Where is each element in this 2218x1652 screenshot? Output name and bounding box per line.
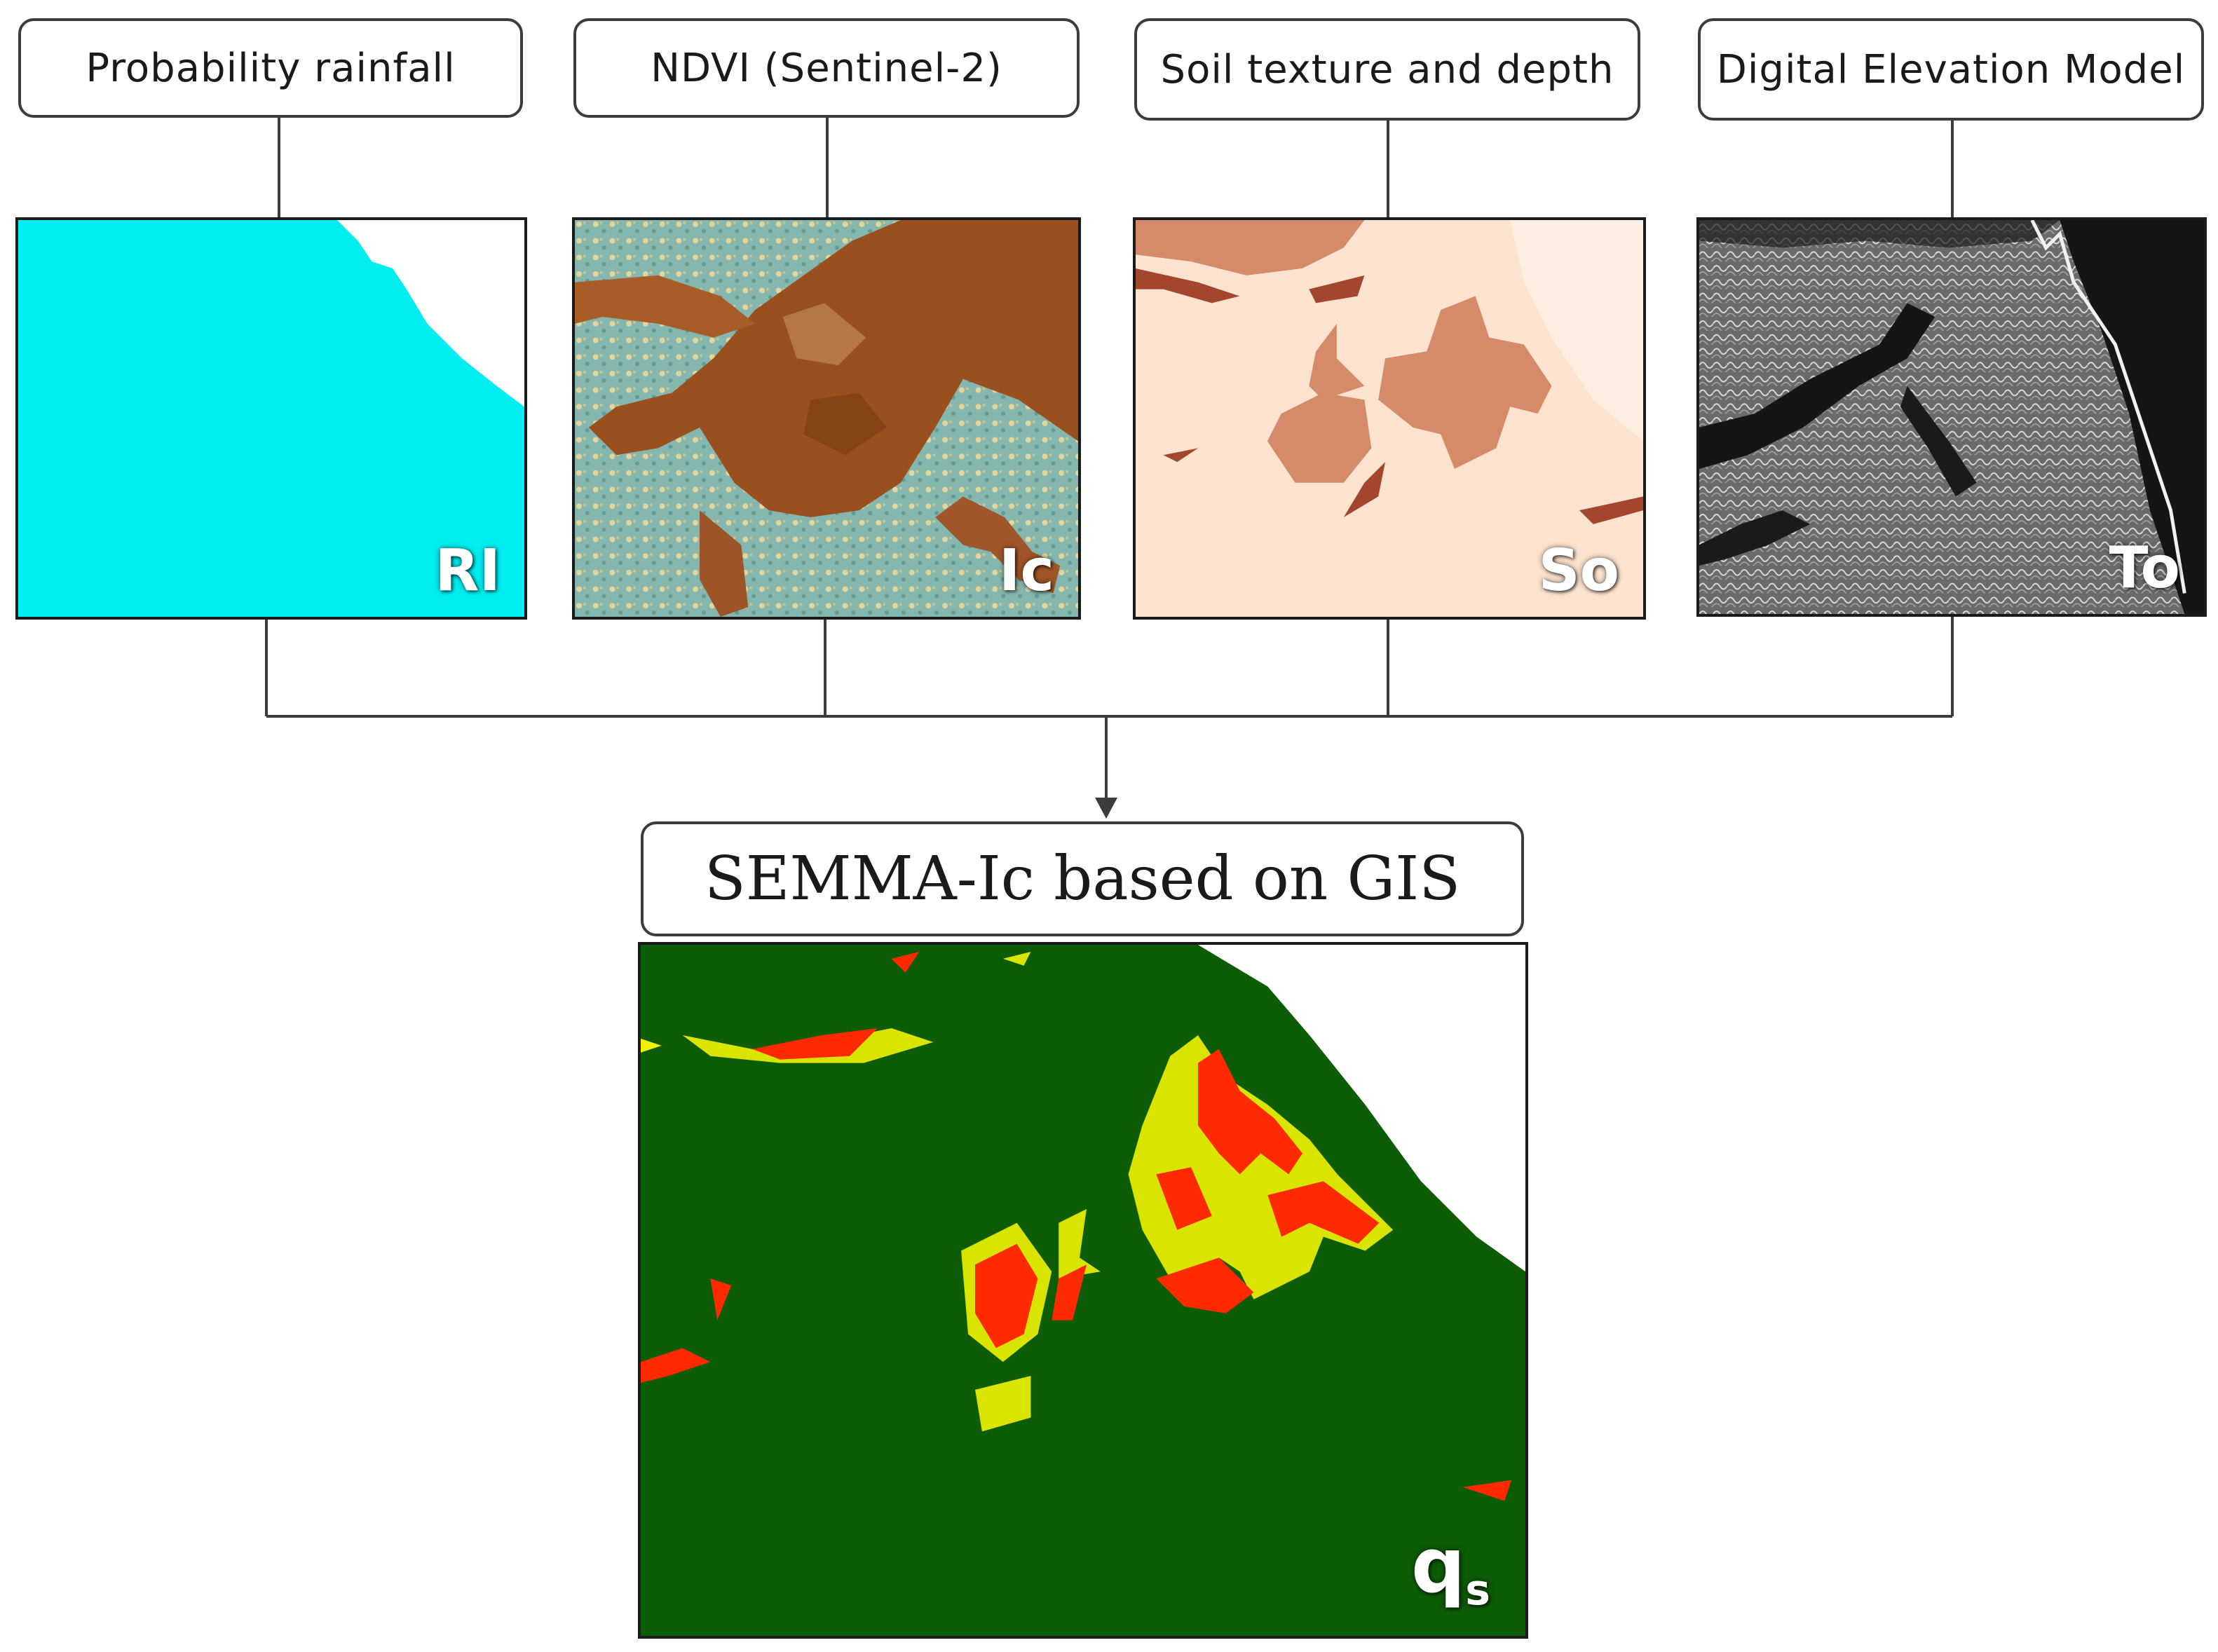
- label-text: NDVI (Sentinel-2): [651, 45, 1002, 91]
- label-ndvi: NDVI (Sentinel-2): [573, 18, 1080, 118]
- label-soil: Soil texture and depth: [1134, 18, 1640, 121]
- map-tag-ic: Ic: [998, 538, 1054, 604]
- map-dem: To: [1696, 217, 2207, 617]
- label-dem: Digital Elevation Model: [1698, 18, 2204, 121]
- map-tag-to: To: [2109, 535, 2180, 601]
- map-soil: So: [1133, 217, 1646, 620]
- map-ndvi: Ic: [572, 217, 1081, 620]
- map-rainfall: RI: [15, 217, 527, 620]
- map-tag-ri: RI: [435, 538, 501, 604]
- tag-main: q: [1410, 1522, 1466, 1610]
- label-probability-rainfall: Probability rainfall: [18, 18, 523, 118]
- label-semma-output: SEMMA-Ic based on GIS: [641, 821, 1524, 936]
- label-text: SEMMA-Ic based on GIS: [704, 844, 1461, 914]
- map-semma-output: qs: [638, 942, 1528, 1639]
- label-text: Digital Elevation Model: [1716, 46, 2186, 93]
- label-text: Probability rainfall: [86, 45, 456, 91]
- map-tag-so: So: [1538, 538, 1619, 604]
- tag-sub: s: [1465, 1566, 1490, 1615]
- label-text: Soil texture and depth: [1160, 46, 1614, 93]
- map-tag-qs: qs: [1411, 1522, 1490, 1615]
- arrow-head-icon: [1095, 798, 1117, 819]
